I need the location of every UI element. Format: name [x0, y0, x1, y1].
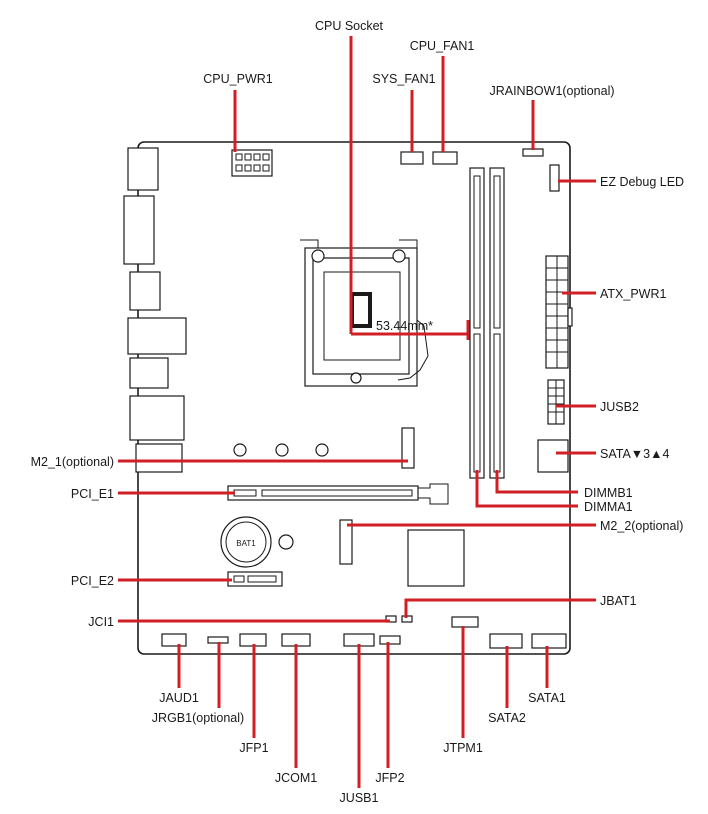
label-ez-debug-led: EZ Debug LED [600, 175, 684, 189]
sys-fan1-header [400, 151, 424, 165]
jusb2-header [547, 379, 565, 425]
motherboard-outline [137, 141, 571, 655]
m2-standoffs [233, 443, 329, 457]
cpu-pwr1-connector [231, 149, 273, 177]
ez-debug-led [549, 164, 560, 192]
label-jrainbow1: JRAINBOW1(optional) [489, 84, 614, 98]
label-cpu-socket: CPU Socket [315, 19, 384, 33]
jtpm1-header [451, 616, 479, 628]
label-sata1: SATA1 [528, 691, 566, 705]
sata34-connector [537, 439, 569, 473]
label-jusb1: JUSB1 [340, 791, 379, 805]
label-jfp1: JFP1 [239, 741, 268, 755]
cpu-socket [300, 239, 429, 387]
label-dimmb1: DIMMB1 [584, 486, 633, 500]
label-jrgb1: JRGB1(optional) [152, 711, 244, 725]
label-atx-pwr1: ATX_PWR1 [600, 287, 666, 301]
label-pci-e2: PCI_E2 [71, 574, 114, 588]
dimm-slots [469, 167, 505, 479]
leader-lines [118, 36, 596, 788]
label-dimma1: DIMMA1 [584, 500, 633, 514]
atx-pwr1-connector [545, 255, 573, 369]
sata1-connector [531, 633, 567, 649]
rear-io-panel [123, 147, 187, 473]
label-jcom1: JCOM1 [275, 771, 317, 785]
label-pci-e1: PCI_E1 [71, 487, 114, 501]
label-jci1: JCI1 [88, 615, 114, 629]
cpu-fan1-header [432, 151, 458, 165]
jfp2-header [379, 635, 401, 645]
label-jtpm1: JTPM1 [443, 741, 483, 755]
chipset [407, 529, 465, 587]
label-jfp2: JFP2 [375, 771, 404, 785]
label-m2-2: M2_2(optional) [600, 519, 683, 533]
m2-2-slot [339, 519, 353, 565]
label-sys-fan1: SYS_FAN1 [372, 72, 435, 86]
m2-1-slot [401, 427, 415, 469]
label-jaud1: JAUD1 [159, 691, 199, 705]
jci1-header [385, 615, 397, 623]
jaud1-header [161, 633, 187, 647]
label-m2-1: M2_1(optional) [31, 455, 114, 469]
label-sata2: SATA2 [488, 711, 526, 725]
label-cpu-pwr1: CPU_PWR1 [203, 72, 273, 86]
battery-side-circle [278, 534, 294, 550]
label-sata34: SATA▼3▲4 [600, 447, 669, 461]
battery-label: BAT1 [236, 539, 256, 548]
label-jbat1: JBAT1 [600, 594, 637, 608]
battery-bat1: BAT1 [220, 516, 272, 568]
label-distance: 53.44mm* [376, 319, 433, 333]
label-cpu-fan1: CPU_FAN1 [410, 39, 475, 53]
jrainbow1-header [522, 148, 544, 157]
label-jusb2: JUSB2 [600, 400, 639, 414]
pci-e2-slot [227, 571, 283, 587]
sata2-connector [489, 633, 523, 649]
